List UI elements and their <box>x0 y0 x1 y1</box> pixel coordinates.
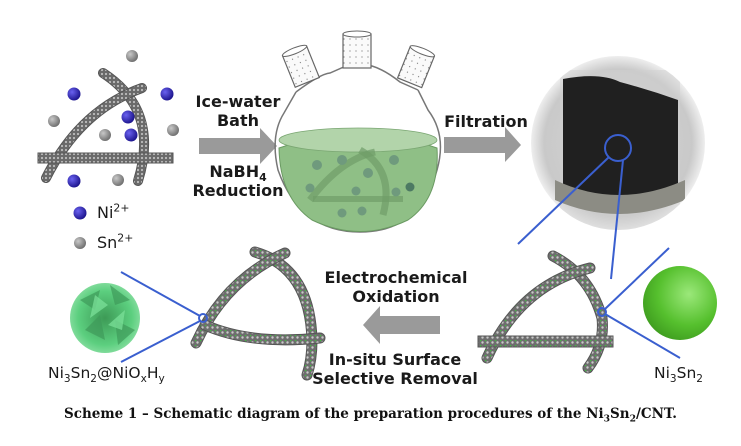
callout-circle-photo <box>604 134 632 162</box>
stopper-middle <box>342 33 372 69</box>
arrow-right-filtration <box>444 127 521 162</box>
arrow-left-oxidation <box>363 306 440 344</box>
three-neck-flask <box>274 30 442 233</box>
step-label-line: Reduction <box>192 181 284 201</box>
sn-ion <box>112 174 124 186</box>
ni-ion <box>67 87 81 101</box>
step-filtration-label: Filtration <box>444 112 528 131</box>
sn-ion <box>99 129 111 141</box>
legend-sn-label: Sn2+ <box>97 231 134 252</box>
callout-line <box>610 159 624 280</box>
callout-line <box>120 271 201 317</box>
ni3sn2-label: Ni3Sn2 <box>654 364 703 386</box>
arrow-right-reduction <box>199 128 277 164</box>
step-reduction-sublabel: NaBH4 Reduction <box>180 162 296 200</box>
figure-caption: Scheme 1 – Schematic diagram of the prep… <box>63 406 678 425</box>
powder-photo <box>531 56 705 230</box>
step-oxidation-label: Electrochemical Oxidation <box>318 268 474 306</box>
ni-ion <box>160 87 174 101</box>
step-label-line: NaBH4 <box>209 162 267 185</box>
callout-line <box>120 320 201 363</box>
legend-sn-marker <box>74 237 86 249</box>
callout-line <box>517 156 610 245</box>
sn-ion <box>48 115 60 127</box>
ni-ion <box>121 110 135 124</box>
callout-line <box>604 313 681 359</box>
core-shell-particle <box>70 283 140 353</box>
step-oxidation-sublabel: In-situ Surface Selective Removal <box>300 350 490 388</box>
step-label-line: Oxidation <box>352 287 440 307</box>
step-label-line: Selective Removal <box>312 369 478 389</box>
ni3sn2-niox-cnt <box>190 246 326 381</box>
callout-circle-ni3sn2 <box>597 307 607 317</box>
callout-circle-core-shell <box>198 313 208 323</box>
ni-ion <box>124 128 138 142</box>
ni3sn2-cnt <box>477 250 614 374</box>
callout-line <box>604 247 670 310</box>
sn-ion <box>126 50 138 62</box>
ni3sn2-particle <box>643 266 717 340</box>
ni-ion <box>67 174 81 188</box>
legend-ni-label: Ni2+ <box>97 201 130 222</box>
sn-ion <box>167 124 179 136</box>
step-reduction-label: Ice-water Bath <box>183 92 293 130</box>
step-label-line: Ice-water <box>195 92 281 111</box>
cnt-tube-horizontal <box>37 152 174 164</box>
cnt-ion-mixture <box>37 50 179 188</box>
legend-ni-marker <box>73 206 87 220</box>
step-label-line: In-situ Surface <box>328 350 462 369</box>
step-label-line: Bath <box>216 111 260 131</box>
core-shell-label: Ni3Sn2@NiOxHy <box>48 364 165 386</box>
step-label-line: Electrochemical <box>324 268 468 287</box>
